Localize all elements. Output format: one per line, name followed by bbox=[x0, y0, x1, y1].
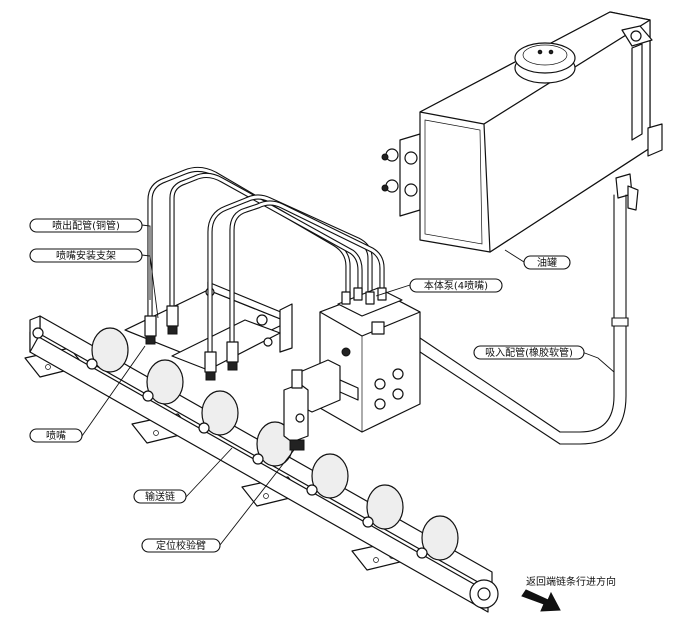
nozzle-brackets bbox=[124, 281, 293, 371]
pump bbox=[319, 287, 421, 433]
callout-positioning-arm: 定位校验臂 bbox=[141, 538, 221, 553]
chain-pins bbox=[32, 327, 428, 559]
label-positioning-arm: 定位校验臂 bbox=[156, 539, 206, 552]
conveyor-chain bbox=[24, 315, 499, 613]
suction-hose bbox=[413, 194, 629, 445]
callout-conveyor-chain: 输送链 bbox=[133, 489, 187, 504]
callout-suction-pipe: 吸入配管(橡胶软管) bbox=[473, 345, 585, 360]
nozzles bbox=[144, 305, 239, 381]
callout-nozzle-pipe: 喷出配管(铜管) bbox=[29, 218, 143, 233]
label-conveyor-chain: 输送链 bbox=[145, 490, 175, 503]
arrow-down-right-icon bbox=[521, 589, 561, 612]
label-oil-tank: 油罐 bbox=[537, 256, 557, 269]
callout-pump: 本体泵(4喷嘴) bbox=[409, 278, 503, 293]
label-direction: 返回端链条行进方向 bbox=[526, 575, 616, 588]
label-nozzle: 喷嘴 bbox=[46, 430, 66, 442]
callout-nozzle-bracket: 喷嘴安装支架 bbox=[29, 248, 143, 263]
chain-rollers bbox=[91, 327, 459, 561]
label-nozzle-pipe: 喷出配管(铜管) bbox=[52, 219, 120, 232]
oil-tank bbox=[381, 11, 663, 253]
copper-pipes bbox=[147, 166, 385, 357]
label-suction-pipe: 吸入配管(橡胶软管) bbox=[485, 346, 573, 359]
positioning-arm bbox=[283, 359, 341, 451]
label-nozzle-bracket: 喷嘴安装支架 bbox=[56, 249, 116, 262]
callout-oil-tank: 油罐 bbox=[523, 255, 571, 270]
callout-nozzle: 喷嘴 bbox=[29, 428, 83, 443]
label-pump: 本体泵(4喷嘴) bbox=[424, 279, 488, 292]
leader-lines bbox=[81, 224, 615, 546]
